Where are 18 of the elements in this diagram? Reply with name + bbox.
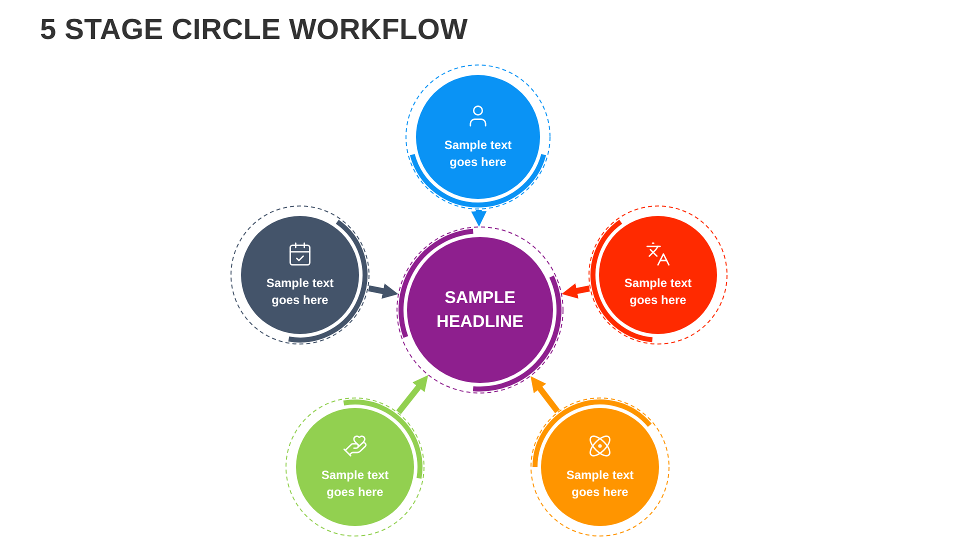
stage-circle [405,64,551,210]
arrow [562,283,590,299]
arrow [471,210,487,227]
arrow [396,375,428,414]
stage-circle [588,205,728,345]
stage-circle [230,205,370,345]
stage-circle [530,397,670,537]
stage-text: Sample text goes here [443,137,513,171]
stage-circle [396,226,564,394]
stage-text: Sample text goes here [565,467,635,501]
stage-text: Sample text goes here [265,275,335,309]
arrow [368,283,398,299]
arrow [530,376,560,414]
stage-text: Sample text goes here [623,275,693,309]
title: 5 STAGE CIRCLE WORKFLOW [40,14,468,47]
headline-text: SAMPLE HEADLINE [436,287,524,333]
stage-text: Sample text goes here [320,467,390,501]
stage-circle [285,397,425,537]
